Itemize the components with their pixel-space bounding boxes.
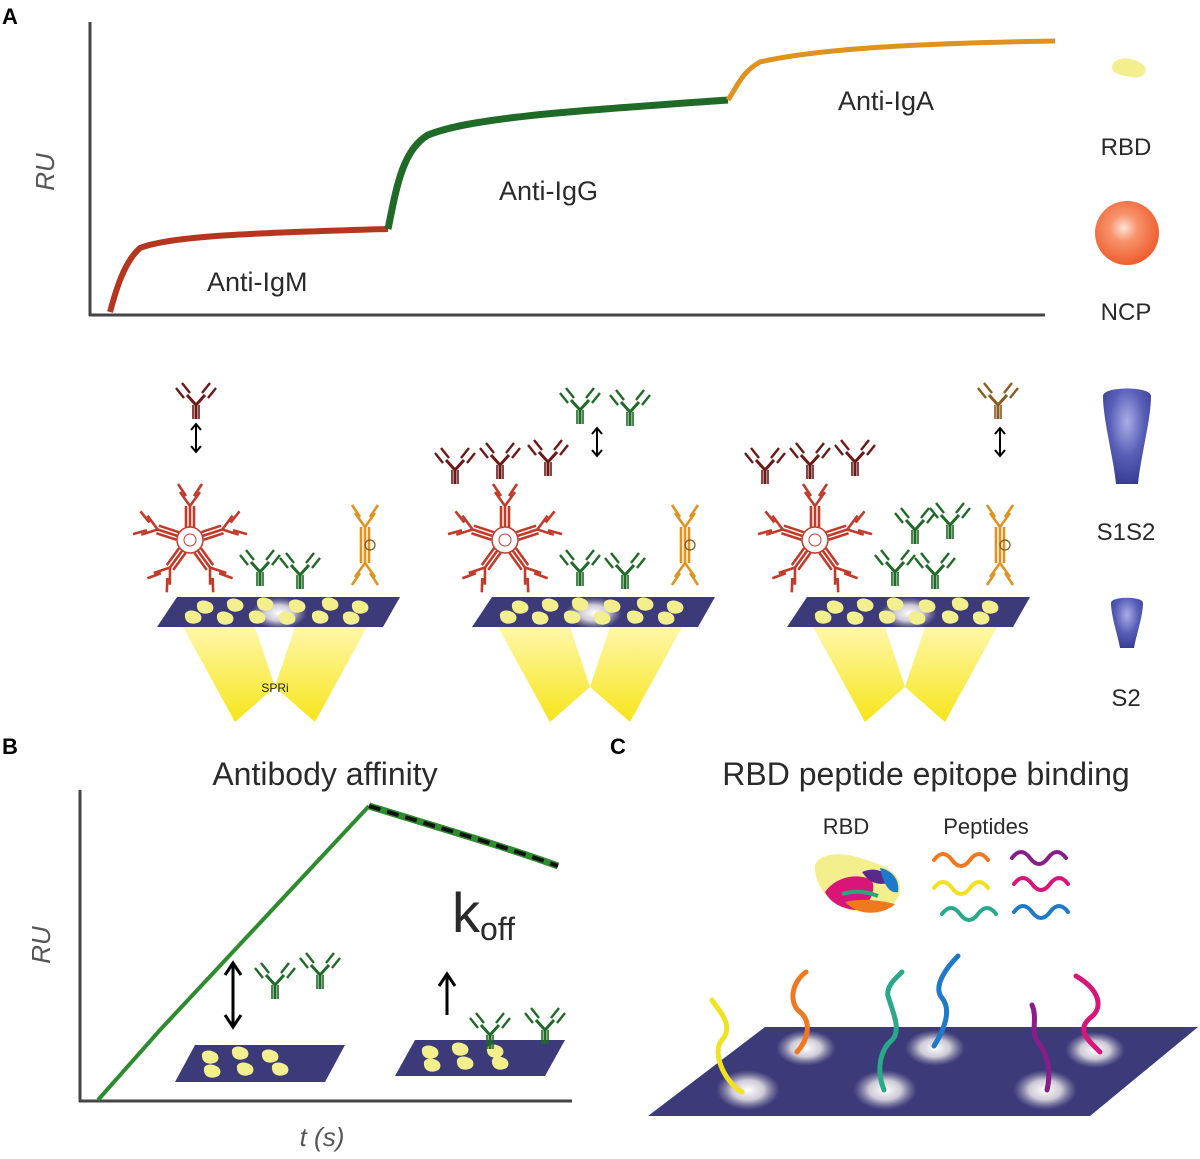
panel-c-title: RBD peptide epitope binding: [722, 756, 1129, 792]
legend-label-s1s2: S1S2: [1097, 519, 1156, 546]
legend: RBD NCP S1S2 S2: [1095, 58, 1159, 712]
spri-chip-1: SPRi: [131, 381, 400, 722]
igg-binding-curve: [384, 96, 729, 230]
bidirectional-arrow-icon: [223, 960, 243, 1030]
peptides-label: Peptides: [943, 814, 1029, 839]
exchange-arrow-icon: [190, 422, 202, 454]
spri-label: SPRi: [261, 681, 288, 695]
legend-label-ncp: NCP: [1101, 299, 1152, 326]
phase-label-iga: Anti-IgA: [838, 86, 934, 116]
association-curve: [96, 804, 371, 1102]
phase-label-igm: Anti-IgM: [207, 267, 308, 297]
iga-binding-curve: [725, 38, 1056, 102]
peptide-squiggles-icon: [932, 850, 1070, 922]
legend-label-s2: S2: [1111, 685, 1140, 712]
legend-label-rbd: RBD: [1101, 134, 1152, 161]
phase-label-igg: Anti-IgG: [499, 176, 598, 206]
igm-pentamer-icon: [131, 482, 249, 594]
panel-b-letter: B: [2, 734, 18, 759]
spri-chip-2: [433, 386, 715, 722]
exchange-arrow-icon: [994, 426, 1006, 458]
up-arrow-icon: [437, 971, 457, 1015]
ncp-sphere-icon: [1095, 201, 1159, 265]
panel-b-title: Antibody affinity: [212, 756, 437, 792]
iga-dimer-icon: [350, 503, 380, 587]
rbd-blob-icon: [1111, 58, 1146, 78]
association-chip: [175, 951, 345, 1082]
panel-a-y-axis-title: RU: [30, 153, 60, 191]
exchange-arrow-icon: [591, 426, 603, 458]
panel-a: A RU Anti-IgM Anti-IgG Anti-IgA SPRi: [2, 4, 1056, 722]
koff-label: koff: [452, 881, 515, 947]
s2-shape-icon: [1111, 597, 1143, 648]
dissociation-fit-line: [368, 804, 559, 868]
rbd-domain-icon: [814, 854, 901, 913]
s1s2-shape-icon: [1103, 388, 1151, 484]
panel-c: C RBD peptide epitope binding RBD Peptid…: [610, 734, 1198, 1116]
panel-c-letter: C: [610, 734, 626, 759]
panel-b-x-axis-title: t (s): [300, 1122, 345, 1152]
panel-b-y-axis-title: RU: [26, 926, 56, 964]
panel-b: B Antibody affinity RU t (s) koff: [2, 734, 572, 1152]
panel-a-letter: A: [2, 4, 18, 29]
spri-chip-3: [743, 381, 1030, 722]
igm-binding-curve: [107, 226, 389, 313]
peptide-array-chip: [648, 953, 1198, 1116]
dissociation-chip: [395, 971, 567, 1076]
rbd-label: RBD: [823, 814, 869, 839]
